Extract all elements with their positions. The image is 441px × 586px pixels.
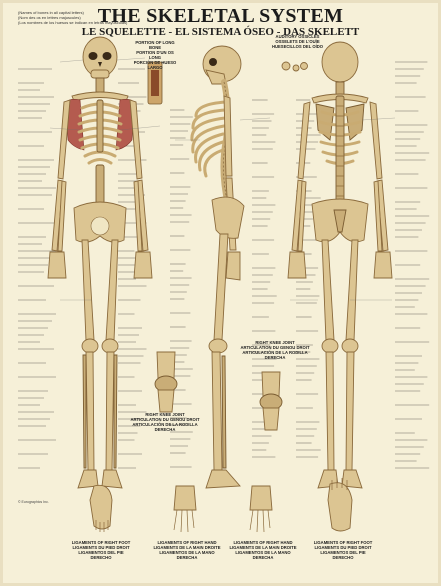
label-auditory-ossicles: AUDITORY OSSICLES OSSELETS DE L'OUÏE HUE… — [271, 34, 324, 49]
inset-knee-front — [154, 351, 178, 413]
inset-hand-palmar — [249, 485, 273, 533]
inset-foot-plantar — [327, 478, 353, 532]
label-hand-palmar: LIGAMENTS OF RIGHT HAND LIGAMENTS DE LA … — [229, 540, 297, 560]
label-foot-dorsal: LIGAMENTS OF RIGHT FOOT LIGAMENTS DU PIE… — [71, 540, 131, 560]
copyright-notice: © Eurographics Inc. — [18, 500, 49, 504]
poster-subtitle: LE SQUELETTE - EL SISTEMA ÓSEO - DAS SKE… — [81, 26, 360, 38]
note-line-es: (Los nombres de los huesos se indican en… — [18, 20, 128, 25]
inset-long-bone — [147, 61, 163, 105]
poster-title: THE SKELETAL SYSTEM — [97, 5, 344, 27]
skeleton-posterior — [287, 41, 393, 489]
skeleton-anterior — [47, 36, 153, 489]
label-right-knee-front: RIGHT KNEE JOINT ARTICULATION DU GENOU D… — [130, 412, 200, 432]
label-foot-plantar: LIGAMENTS OF RIGHT FOOT LIGAMENTS DU PIE… — [313, 540, 373, 560]
inset-knee-back — [259, 371, 283, 431]
label-long-bone: PORTION OF LONG BONE PORTION D'UN OS LON… — [133, 40, 177, 70]
inset-auditory-ossicles — [281, 61, 308, 72]
note-line-en: (Names of bones in all capital letters) — [18, 10, 84, 15]
label-hand-dorsal: LIGAMENTS OF RIGHT HAND LIGAMENTS DE LA … — [153, 540, 221, 560]
label-leader-lines — [49, 57, 396, 301]
skeleton-lateral — [190, 45, 245, 489]
poster-title-block: THE SKELETAL SYSTEM LE SQUELETTE - EL SI… — [0, 5, 441, 38]
inset-hand-dorsal — [173, 485, 197, 533]
label-text-columns — [18, 61, 430, 469]
bone-name-note: (Names of bones in all capital letters) … — [18, 10, 128, 25]
note-line-fr: (Nom des os en lettres majuscules) — [18, 15, 81, 20]
label-right-knee-back: RIGHT KNEE JOINT ARTICULATION DU GENOU D… — [240, 340, 310, 360]
inset-foot-dorsal — [89, 484, 113, 532]
